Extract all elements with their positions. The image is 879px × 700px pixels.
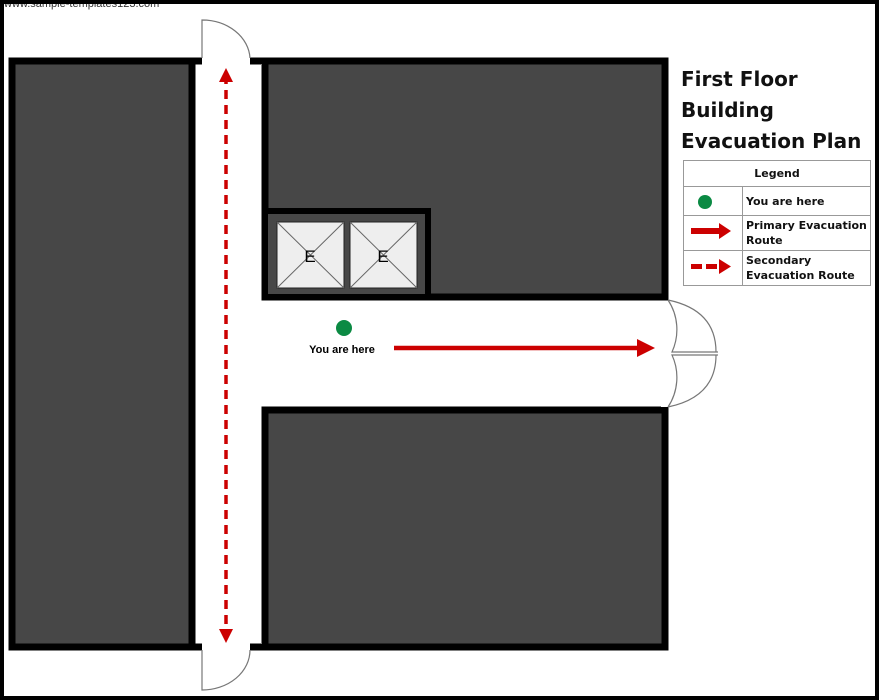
elevator-1-cross	[276, 221, 345, 289]
room-bottom-right	[261, 406, 669, 651]
title-line: Building	[681, 98, 774, 122]
title-line: First Floor	[681, 67, 798, 91]
legend-item: You are here	[683, 186, 871, 216]
legend-item: Secondary Evacuation Route	[683, 250, 871, 286]
elevator-1-label: E	[304, 247, 315, 266]
elevator-2-label: E	[377, 247, 388, 266]
door-bottom	[201, 649, 251, 691]
door-right	[667, 299, 718, 408]
page-title: First Floor Building Evacuation Plan	[681, 64, 861, 157]
room-left	[8, 57, 196, 651]
legend: Legend You are here Primary Evacuation R…	[683, 160, 871, 286]
dashed-red-arrow-icon	[691, 259, 731, 274]
legend-label: Secondary Evacuation Route	[742, 250, 871, 286]
legend-label: You are here	[742, 186, 871, 216]
title-line: Evacuation Plan	[681, 129, 862, 153]
green-dot-icon	[698, 195, 712, 209]
you-are-here-label: You are here	[309, 344, 375, 356]
legend-item: Primary Evacuation Route	[683, 215, 871, 251]
watermark: www.sample-templates123.com	[4, 0, 160, 10]
you-are-here-marker	[336, 320, 352, 336]
legend-label: Primary Evacuation Route	[742, 215, 871, 251]
door-top	[201, 19, 251, 59]
elevator-2-cross	[349, 221, 418, 289]
solid-red-arrow-icon	[691, 223, 731, 239]
legend-header: Legend	[683, 160, 871, 187]
